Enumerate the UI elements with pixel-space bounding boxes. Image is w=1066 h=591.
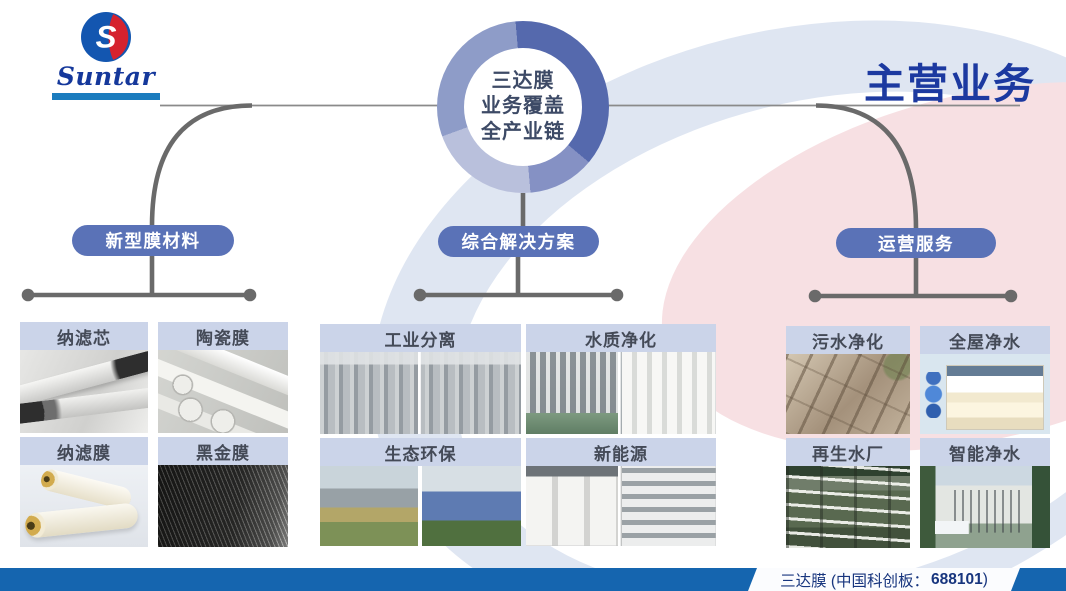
water-purification-image: [526, 352, 716, 434]
new-energy-image: [526, 466, 716, 546]
card-label: 污水净化: [786, 326, 910, 354]
card-label: 全屋净水: [920, 326, 1050, 354]
card-whole-house-water: 全屋净水: [920, 326, 1050, 434]
card-reclaimed-water-plant: 再生水厂: [786, 438, 910, 548]
central-hub-text: 三达膜 业务覆盖 全产业链: [481, 69, 565, 146]
central-hub-inner: 三达膜 业务覆盖 全产业链: [464, 48, 582, 166]
card-nanofiltration-membrane: 纳滤膜: [20, 437, 148, 547]
whole-house-water-image: [920, 354, 1050, 434]
stock-listing-prefix: 三达膜 (中国科创板：: [780, 572, 930, 590]
suntar-globe-icon: S: [81, 12, 131, 62]
card-label: 黑金膜: [158, 437, 288, 465]
stock-listing-tag: 三达膜 (中国科创板：688101): [748, 568, 1020, 591]
hub-line-1: 三达膜: [491, 69, 555, 92]
suntar-logo: S Suntar: [52, 12, 160, 101]
card-label: 纳滤芯: [20, 322, 148, 350]
stock-listing-suffix: ): [982, 570, 988, 588]
card-ceramic-membrane: 陶瓷膜: [158, 322, 288, 433]
brand-wordmark: Suntar: [56, 62, 156, 91]
card-label: 水质净化: [526, 324, 716, 352]
nanofiltration-membrane-image: [20, 465, 148, 547]
card-label: 纳滤膜: [20, 437, 148, 465]
branch-pill-new-membrane-materials: 新型膜材料: [72, 225, 234, 256]
card-nanofiltration-cartridge: 纳滤芯: [20, 322, 148, 433]
smart-water-purification-image: [920, 466, 1050, 548]
black-gold-membrane-image: [158, 465, 288, 547]
card-black-gold-membrane: 黑金膜: [158, 437, 288, 547]
hub-line-2: 业务覆盖: [481, 95, 565, 118]
page-title: 主营业务: [864, 61, 1036, 107]
sewage-purification-image: [786, 354, 910, 434]
card-new-energy: 新能源: [526, 438, 716, 546]
branch-pill-integrated-solutions: 综合解决方案: [438, 226, 599, 257]
card-label: 再生水厂: [786, 438, 910, 466]
eco-environmental-image: [320, 466, 521, 546]
card-label: 工业分离: [320, 324, 521, 352]
card-label: 生态环保: [320, 438, 521, 466]
card-label: 陶瓷膜: [158, 322, 288, 350]
card-sewage-purification: 污水净化: [786, 326, 910, 434]
card-smart-water-purification: 智能净水: [920, 438, 1050, 548]
logo-underline: [52, 93, 160, 101]
reclaimed-water-plant-image: [786, 466, 910, 548]
card-label: 新能源: [526, 438, 716, 466]
central-hub-ring: 三达膜 业务覆盖 全产业链: [437, 21, 609, 193]
branch-pill-operation-services: 运营服务: [836, 228, 996, 258]
svg-text:S: S: [96, 19, 117, 54]
card-label: 智能净水: [920, 438, 1050, 466]
ceramic-membrane-image: [158, 350, 288, 433]
card-water-purification: 水质净化: [526, 324, 716, 434]
card-eco-environmental: 生态环保: [320, 438, 521, 546]
nanofiltration-cartridge-image: [20, 350, 148, 433]
hub-line-3: 全产业链: [481, 120, 565, 143]
stock-code: 688101: [931, 570, 983, 588]
card-industrial-separation: 工业分离: [320, 324, 521, 434]
industrial-separation-image: [320, 352, 521, 434]
